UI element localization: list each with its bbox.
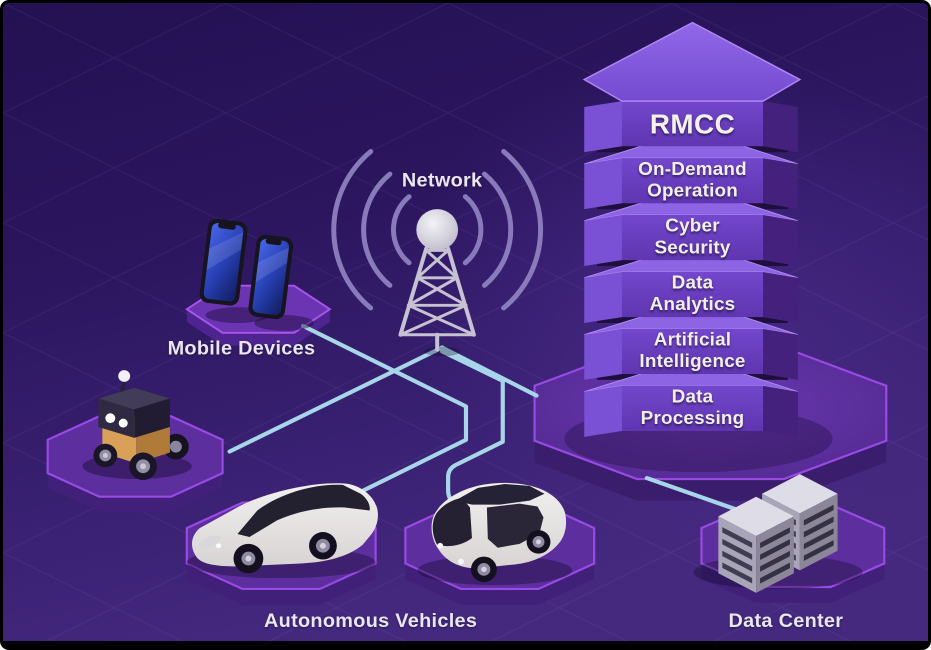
- connection-line-mobile-to-car: [300, 323, 469, 498]
- tower-layer-data-analytics: Data Analytics: [584, 250, 799, 323]
- tower-layer-artificial-intelligence: Artificial Intelligence: [584, 307, 799, 380]
- tower-layer-cyber-security: Cyber Security: [584, 193, 799, 267]
- layer-label-data-analytics-1: Data: [672, 272, 714, 293]
- smartphone-icon: [248, 234, 294, 320]
- tower-base-shadow: [424, 346, 461, 357]
- robot-eye: [118, 418, 128, 428]
- layer-label-artificial-intelligence-2: Intelligence: [639, 350, 745, 371]
- connection-line-rmcc-to-data-center: [644, 476, 739, 512]
- rmcc-label: RMCC: [650, 109, 735, 140]
- rmcc-tower: Data Processing Artificial Intelligence …: [582, 21, 802, 437]
- layer-label-on-demand-operation-1: On-Demand: [638, 158, 747, 179]
- autonomous-car-icon: [186, 483, 378, 579]
- mobile-devices-label: Mobile Devices: [168, 337, 316, 359]
- tower-layer-data-processing: Data Processing: [584, 364, 799, 437]
- robot-antenna-light: [118, 370, 131, 382]
- antenna-ball: [416, 209, 459, 251]
- headlight: [458, 558, 465, 565]
- data-center-label: Data Center: [729, 610, 844, 632]
- robot-eye: [105, 413, 116, 424]
- layer-label-cyber-security-1: Cyber: [665, 215, 720, 236]
- layer-label-artificial-intelligence-1: Artificial: [654, 329, 731, 350]
- layer-label-cyber-security-2: Security: [655, 236, 731, 257]
- connection-line-tower-to-robot: [227, 345, 445, 454]
- layer-label-data-processing-2: Processing: [641, 407, 745, 428]
- network-label: Network: [402, 170, 482, 192]
- layer-label-data-analytics-2: Analytics: [650, 293, 736, 314]
- network-tower: Network: [331, 149, 544, 357]
- smartphone-icon: [199, 218, 248, 306]
- layer-label-on-demand-operation-2: Operation: [647, 179, 738, 200]
- layer-label-data-processing-1: Data: [672, 386, 714, 407]
- server-rack-icon: [718, 496, 794, 593]
- connection-line-tower-to-rmcc: [440, 345, 539, 398]
- delivery-robot-icon: [82, 370, 192, 481]
- tower-cap: [582, 21, 802, 102]
- autonomous-shuttle-icon: [417, 482, 573, 586]
- signal-waves-icon: [331, 149, 544, 311]
- data-center: [693, 474, 863, 593]
- autonomous-vehicles-label: Autonomous Vehicles: [264, 610, 477, 632]
- diagram-canvas: Network Data Processing Artificial Intel…: [3, 3, 928, 641]
- mobile-devices: Mobile Devices: [168, 218, 316, 359]
- tower-layer-rmcc: RMCC: [582, 21, 802, 153]
- headlight: [437, 542, 444, 549]
- tower-layer-on-demand-operation: On-Demand Operation: [584, 136, 799, 210]
